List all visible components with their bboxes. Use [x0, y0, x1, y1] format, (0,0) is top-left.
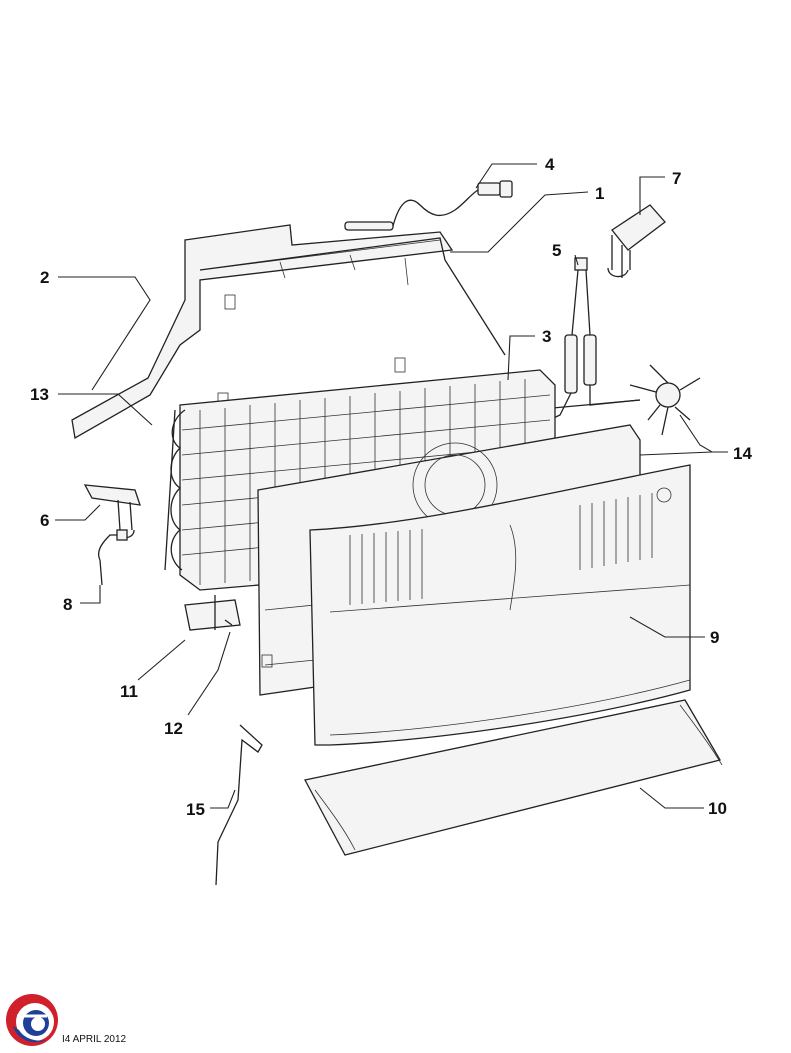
label-2: 2: [40, 268, 49, 287]
label-14: 14: [733, 444, 752, 463]
part-10-tray: [304, 699, 723, 856]
label-9: 9: [710, 628, 719, 647]
label-15: 15: [186, 800, 205, 819]
label-6: 6: [40, 511, 49, 530]
company-logo: [6, 994, 58, 1046]
label-5: 5: [552, 241, 561, 260]
part-5-defrost-heater: [544, 257, 641, 423]
footer-date: I4 APRIL 2012: [62, 1034, 127, 1045]
leader-lines: [55, 163, 728, 809]
part-4-sensor-cable: [344, 180, 513, 231]
label-1: 1: [595, 184, 604, 203]
part-9-front-cover: [309, 464, 691, 746]
part-labels: 1 2 3 4 5 6 7 8 9 10 11 12 13 14 15: [30, 155, 752, 819]
label-12: 12: [164, 719, 183, 738]
label-10: 10: [708, 799, 727, 818]
part-1-top-cover: [199, 237, 506, 356]
part-8-sensor: [98, 529, 128, 586]
part-7-clip: [607, 204, 666, 278]
label-4: 4: [545, 155, 555, 174]
label-7: 7: [672, 169, 681, 188]
label-3: 3: [542, 327, 551, 346]
label-13: 13: [30, 385, 49, 404]
part-11-bracket: [184, 595, 241, 631]
label-11: 11: [120, 682, 138, 701]
part-15-wire: [215, 724, 263, 886]
part-6-hinge: [83, 484, 141, 539]
label-8: 8: [63, 595, 72, 614]
